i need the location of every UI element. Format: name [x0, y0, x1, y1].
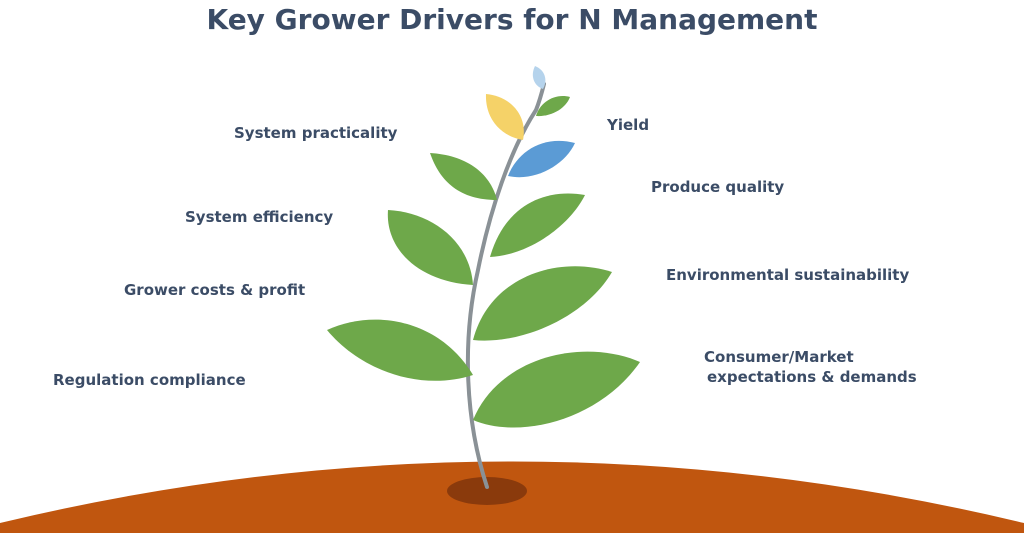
leaf-right-middle: [473, 266, 612, 341]
leaf-small-green: [536, 96, 570, 117]
driver-system-practicality: System practicality: [234, 124, 398, 142]
driver-regulation-compliance: Regulation compliance: [53, 371, 246, 389]
leaf-left-upper: [430, 153, 497, 200]
diagram-title: Key Grower Drivers for N Management: [206, 3, 818, 36]
leaf-blue: [508, 140, 575, 178]
driver-consumer-market-line-1: Consumer/Market: [704, 348, 854, 366]
driver-consumer-market-expectations: Consumer/Market expectations & demands: [704, 347, 944, 387]
driver-system-efficiency: System efficiency: [185, 208, 334, 226]
leaf-left-middle: [387, 210, 473, 285]
driver-consumer-market-line-2: expectations & demands: [707, 368, 917, 386]
leaf-light-blue: [532, 66, 546, 89]
driver-produce-quality: Produce quality: [651, 178, 785, 196]
leaf-right-upper: [490, 193, 585, 257]
leaf-right-lower: [473, 351, 640, 428]
driver-yield: Yield: [607, 116, 650, 134]
leaf-left-lower: [327, 319, 473, 381]
driver-environmental-sustainability: Environmental sustainability: [666, 266, 910, 284]
planting-hole: [447, 477, 527, 505]
driver-grower-costs-profit: Grower costs & profit: [124, 281, 306, 299]
leaf-yellow: [485, 94, 524, 140]
plant-stem: [465, 82, 546, 489]
